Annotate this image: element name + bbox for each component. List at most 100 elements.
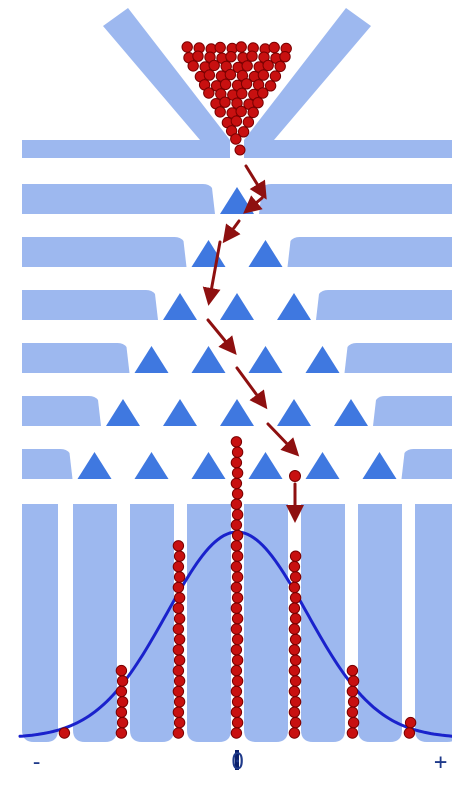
- peg: [277, 399, 311, 426]
- ball: [288, 664, 301, 677]
- ball: [231, 529, 244, 542]
- plate-left: [22, 237, 187, 267]
- ball: [231, 592, 244, 604]
- path-arrow: [235, 366, 268, 410]
- ball: [230, 685, 243, 698]
- ball: [230, 477, 243, 490]
- peg: [163, 293, 197, 320]
- ball: [172, 581, 185, 594]
- ball: [173, 696, 186, 708]
- ball: [230, 456, 243, 469]
- ball: [347, 696, 360, 708]
- ball: [264, 80, 277, 92]
- ball: [187, 60, 199, 72]
- ball: [214, 106, 226, 118]
- ball: [269, 70, 282, 82]
- ball: [231, 571, 244, 583]
- ball: [230, 623, 243, 635]
- plate-left: [22, 449, 73, 479]
- ball: [347, 675, 360, 687]
- ball: [289, 592, 302, 604]
- ball: [224, 68, 237, 81]
- ball: [115, 664, 128, 677]
- peg: [191, 452, 226, 479]
- ball: [289, 550, 302, 562]
- bin-wall: [22, 504, 58, 742]
- ball: [58, 727, 71, 739]
- plate-right: [316, 290, 452, 320]
- axis-minus-label: -: [30, 750, 44, 775]
- ball: [192, 50, 204, 62]
- path-arrow: [243, 195, 264, 214]
- ball: [172, 727, 185, 739]
- peg: [191, 346, 226, 373]
- ball: [173, 633, 186, 646]
- ball: [346, 664, 359, 677]
- ball: [288, 644, 301, 656]
- ball: [230, 581, 243, 594]
- path-arrow: [222, 219, 241, 244]
- ball: [288, 706, 301, 718]
- axis-zero-label: 0: [231, 750, 245, 775]
- axis-plus-label: +: [434, 750, 448, 775]
- ball: [279, 51, 291, 63]
- ball: [231, 654, 244, 666]
- ball: [230, 115, 243, 127]
- ball: [173, 675, 186, 687]
- ball: [230, 436, 243, 448]
- ball: [289, 696, 302, 708]
- peg: [277, 293, 311, 320]
- ball: [289, 675, 302, 687]
- ball: [219, 96, 231, 108]
- ball: [236, 87, 248, 100]
- peg: [248, 346, 283, 373]
- ball: [172, 560, 185, 573]
- ball: [231, 508, 244, 521]
- ball: [289, 612, 302, 625]
- ball: [173, 612, 186, 625]
- ball: [231, 633, 244, 646]
- peg: [220, 187, 254, 214]
- plate-right: [259, 184, 452, 214]
- bin-walls: [22, 504, 452, 742]
- ball: [230, 498, 243, 510]
- ball: [116, 716, 129, 729]
- ball: [214, 41, 226, 54]
- ball: [172, 664, 185, 677]
- bin-wall: [130, 504, 174, 742]
- ball: [289, 716, 302, 729]
- ball: [231, 612, 244, 625]
- path-arrow: [266, 422, 300, 457]
- peg: [248, 452, 283, 479]
- ball: [219, 78, 232, 91]
- peg: [134, 452, 169, 479]
- ball-path: [202, 164, 304, 523]
- ball: [225, 51, 237, 63]
- ball: [231, 696, 244, 708]
- ball: [252, 97, 264, 109]
- ball: [172, 706, 185, 718]
- peg: [163, 399, 197, 426]
- ball: [231, 716, 244, 729]
- ball: [235, 105, 247, 118]
- ball: [231, 550, 244, 562]
- ball: [346, 685, 359, 698]
- ball: [231, 488, 244, 500]
- ball: [115, 706, 128, 718]
- ball: [116, 696, 129, 708]
- ball: [240, 78, 253, 90]
- path-arrow: [202, 240, 222, 306]
- peg: [305, 346, 340, 373]
- plate-right: [401, 449, 452, 479]
- ball: [230, 133, 242, 145]
- ball: [288, 727, 301, 739]
- ball: [172, 540, 185, 552]
- ball: [181, 41, 193, 53]
- ball: [172, 644, 185, 656]
- ball: [203, 69, 216, 81]
- ball: [115, 727, 128, 739]
- ball: [246, 50, 258, 62]
- ball: [347, 716, 360, 729]
- ball: [289, 633, 302, 646]
